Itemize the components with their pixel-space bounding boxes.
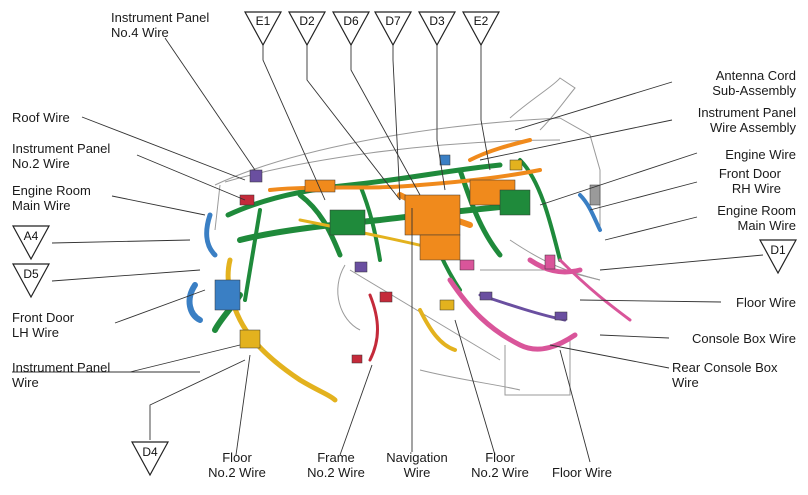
label-antenna-cord-sub-assembly: Antenna Cord Sub-Assembly bbox=[712, 68, 796, 98]
leader-lines bbox=[12, 37, 764, 463]
connector-d7-label: D7 bbox=[385, 14, 401, 28]
connector-blocks bbox=[214, 154, 601, 364]
label-instrument-panel-wire: Instrument Panel Wire bbox=[12, 360, 111, 390]
label-navigation-wire: Navigation Wire bbox=[386, 450, 448, 480]
label-floor-wire-right: Floor Wire bbox=[736, 295, 796, 310]
label-front-door-lh-wire: Front Door LH Wire bbox=[12, 310, 75, 340]
label-engine-room-main-wire-right: Engine Room Main Wire bbox=[717, 203, 796, 233]
label-rear-console-box-wire: Rear Console Box Wire bbox=[672, 360, 778, 390]
label-floor-no2-wire-right: Floor No.2 Wire bbox=[471, 450, 529, 480]
connector-e1-label: E1 bbox=[256, 14, 271, 28]
label-floor-no2-wire-left: Floor No.2 Wire bbox=[208, 450, 266, 480]
connector-e1-marker: E1 bbox=[243, 11, 283, 47]
connector-d3-label: D3 bbox=[429, 14, 445, 28]
connector-d4-label: D4 bbox=[142, 445, 158, 459]
connector-d5-label: D5 bbox=[23, 267, 39, 281]
label-instrument-panel-wire-assembly: Instrument Panel Wire Assembly bbox=[697, 105, 796, 135]
connector-d7-marker: D7 bbox=[373, 11, 413, 47]
connector-d3-marker: D3 bbox=[417, 11, 457, 47]
connector-e2-label: E2 bbox=[474, 14, 489, 28]
label-instrument-panel-no4-wire: Instrument Panel No.4 Wire bbox=[111, 10, 210, 40]
connector-d1-marker: D1 bbox=[758, 239, 798, 275]
connector-d6-marker: D6 bbox=[331, 11, 371, 47]
label-floor-wire-bottom: Floor Wire bbox=[552, 465, 612, 480]
label-frame-no2-wire: Frame No.2 Wire bbox=[307, 450, 365, 480]
connector-d2-label: D2 bbox=[299, 14, 315, 28]
connector-a4-label: A4 bbox=[24, 229, 39, 243]
connector-e2-marker: E2 bbox=[461, 11, 501, 47]
label-engine-room-main-wire-left: Engine Room Main Wire bbox=[12, 183, 91, 213]
label-console-box-wire: Console Box Wire bbox=[691, 331, 796, 346]
connector-d1-label: D1 bbox=[770, 243, 786, 257]
connector-d4-marker: D4 bbox=[130, 441, 170, 477]
label-roof-wire: Roof Wire bbox=[12, 110, 70, 125]
label-front-door-rh-wire: Front Door RH Wire bbox=[718, 166, 781, 196]
connector-a4-marker: A4 bbox=[11, 225, 51, 261]
label-instrument-panel-no2-wire: Instrument Panel No.2 Wire bbox=[12, 141, 111, 171]
connector-d6-label: D6 bbox=[343, 14, 359, 28]
connector-d2-marker: D2 bbox=[287, 11, 327, 47]
connector-d5-marker: D5 bbox=[11, 263, 51, 299]
label-engine-wire: Engine Wire bbox=[725, 147, 796, 162]
